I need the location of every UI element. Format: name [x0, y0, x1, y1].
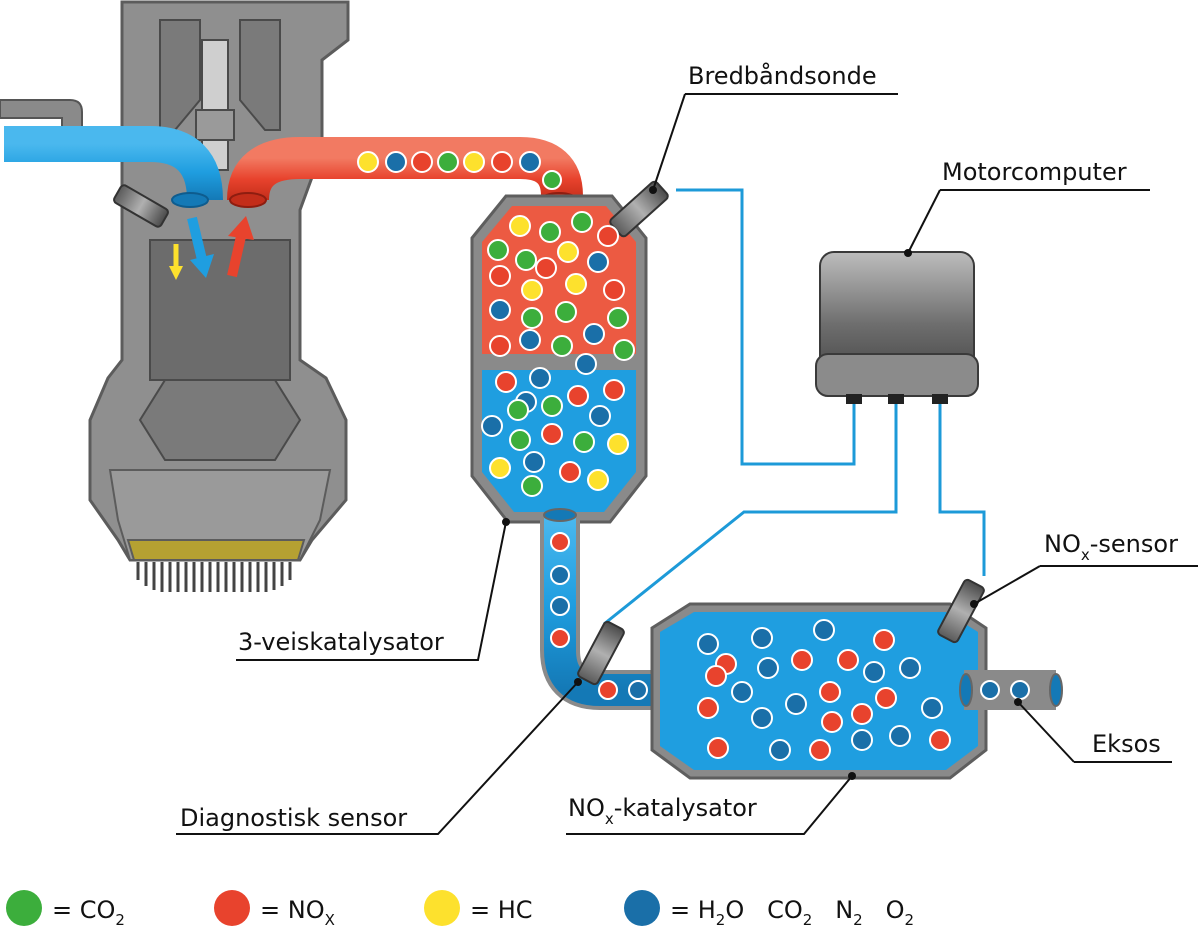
- legend-label: = HC: [470, 896, 533, 924]
- three-way-catalyst-label: 3-veiskatalysator: [238, 628, 444, 656]
- molecules-intermediate-pipe: [550, 532, 648, 700]
- sensor-wires: [603, 188, 986, 626]
- legend-item-h2o: = H2O CO2 N2 O2: [624, 890, 914, 929]
- intake-pipe: [0, 99, 223, 208]
- wideband-sensor-label: Bredbåndsonde: [688, 61, 877, 90]
- legend: = CO2 = NOX = HC = H2O CO2 N2 O2: [6, 890, 914, 929]
- diagnostic-sensor-label: Diagnostisk sensor: [180, 804, 407, 832]
- engine-computer: [815, 251, 979, 404]
- engine-block: [88, 0, 350, 562]
- legend-item-hc: = HC: [424, 890, 533, 926]
- legend-label: = H2O CO2 N2 O2: [670, 896, 914, 929]
- intake-flow-arrow: [187, 216, 214, 278]
- engine-computer-label: Motorcomputer: [942, 158, 1127, 186]
- nox-catalyst-label: NOx-katalysator: [568, 794, 757, 828]
- exhaust-flow-arrow: [227, 216, 254, 278]
- legend-swatch: [624, 890, 660, 926]
- molecules-nox-catalyst: [697, 619, 951, 761]
- legend-label: = CO2: [52, 896, 125, 929]
- legend-swatch: [424, 890, 460, 926]
- legend-item-co2: = CO2: [6, 890, 125, 929]
- legend-swatch: [214, 890, 250, 926]
- legend-swatch: [6, 890, 42, 926]
- injector-icon: [113, 184, 169, 228]
- nox-sensor-label: NOx-sensor: [1044, 530, 1178, 564]
- legend-label: = NOX: [260, 896, 335, 929]
- molecules-tailpipe: [980, 680, 1030, 700]
- fuel-flow-arrow: [169, 244, 183, 280]
- molecules-catalyst-top: [487, 211, 635, 375]
- cooling-fins: [136, 562, 292, 592]
- legend-item-nox: = NOX: [214, 890, 335, 929]
- leader-dots: [502, 186, 1022, 780]
- molecules-catalyst-bottom: [481, 367, 629, 497]
- diagnostic-sensor-icon: [577, 620, 625, 686]
- nox-sensor-icon: [937, 578, 985, 644]
- leader-lines: [176, 93, 1198, 835]
- molecules-exhaust-pipe: [357, 151, 562, 190]
- exhaust-label: Eksos: [1092, 730, 1161, 758]
